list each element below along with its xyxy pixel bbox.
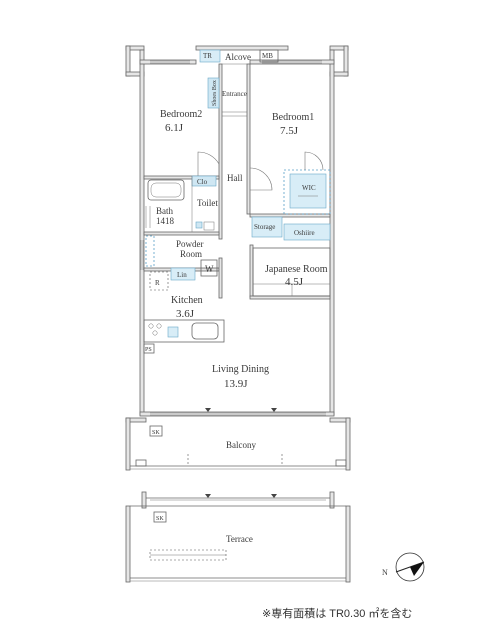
sk-terrace-box: [153, 511, 167, 523]
bedroom1: Bedroom1 7.5J: [249, 112, 314, 191]
tr-label: TR: [203, 52, 212, 60]
kitchen-area: 3.6J: [176, 308, 195, 320]
sk-terrace-label: SK: [156, 516, 164, 522]
toilet-fixture: [203, 221, 215, 231]
oshiire-box: [283, 223, 331, 241]
bedroom1-area: 7.5J: [280, 125, 299, 137]
kitchen-counter: [143, 319, 225, 343]
toilet-label: Toilet: [197, 198, 218, 208]
ps-label: PS: [145, 347, 152, 353]
clo-label: Clo: [197, 178, 208, 186]
terrace: SK Terrace: [125, 491, 351, 583]
fridge-space: [149, 271, 169, 291]
bath-area: Bath 1418: [145, 179, 185, 228]
living-name: Living Dining: [212, 364, 269, 375]
wic-box: [283, 169, 331, 215]
storage-box: [251, 216, 283, 238]
oshiire-label: Oshiire: [294, 229, 315, 237]
compass-icon: [395, 552, 425, 582]
bedroom2-area: 6.1J: [165, 122, 184, 134]
kitchen-name: Kitchen: [171, 295, 203, 306]
kitchen-sink: [191, 322, 219, 340]
bath-name: Bath: [156, 206, 173, 216]
bedroom2-door: [197, 151, 220, 176]
bedroom2-name: Bedroom2: [160, 109, 202, 120]
area-footnote: ※専有面積は TR0.30 ㎡を含む: [262, 606, 412, 620]
powder-line1: Powder: [176, 239, 204, 249]
living-dining: Living Dining 13.9J: [205, 364, 277, 412]
kitchen: Kitchen 3.6J PS: [143, 295, 225, 354]
shoes-box: [207, 77, 220, 109]
terrace-label: Terrace: [226, 534, 253, 544]
tr-box: [199, 49, 221, 63]
balcony-label: Balcony: [226, 440, 256, 450]
toilet-sink: [195, 221, 203, 229]
tatami-frame: [252, 247, 331, 297]
sk-balcony-label: SK: [152, 430, 160, 436]
wic-area: WIC: [283, 151, 331, 215]
powder-room: Powder Room W Lin R: [145, 235, 218, 291]
mb-label: MB: [262, 52, 273, 60]
storage-area: Storage Oshiire: [251, 216, 331, 241]
compass-north-label: N: [382, 568, 388, 577]
bedroom1-name: Bedroom1: [272, 112, 314, 123]
japanese-area: 4.5J: [285, 276, 304, 288]
alcove-label: Alcove: [225, 52, 251, 62]
windows: [140, 60, 326, 416]
powder-line2: Room: [180, 249, 202, 259]
washer-label: W: [205, 264, 214, 274]
wic-label: WIC: [302, 184, 316, 192]
bath-size: 1418: [156, 216, 175, 226]
balcony: SK Balcony: [125, 417, 351, 471]
japanese-room: Japanese Room 4.5J: [252, 247, 331, 297]
toilet-area: Clo Toilet: [191, 175, 218, 232]
shoes-box-label: Shoes Box: [212, 80, 218, 106]
japanese-name: Japanese Room: [265, 264, 328, 275]
bedroom1-door: [249, 167, 273, 191]
living-area: 13.9J: [224, 378, 248, 390]
ps-box: [143, 343, 155, 354]
linen-box: [170, 267, 196, 281]
washer-box: [200, 259, 218, 277]
alcove-area: TR Alcove MB: [199, 49, 279, 65]
compass: N: [382, 552, 425, 582]
fridge-label: R: [155, 279, 160, 287]
storage-label: Storage: [254, 223, 275, 231]
bedroom2: Bedroom2 6.1J: [160, 109, 220, 176]
mb-box: [259, 49, 279, 63]
entrance-label: Entrance: [222, 90, 247, 98]
bathtub: [147, 179, 185, 201]
hall-label: Hall: [227, 173, 243, 183]
dishwasher: [167, 326, 179, 338]
sk-balcony-box: [149, 425, 163, 437]
linen-label: Lin: [177, 271, 187, 279]
entrance-area: Shoes Box Entrance: [207, 77, 247, 117]
